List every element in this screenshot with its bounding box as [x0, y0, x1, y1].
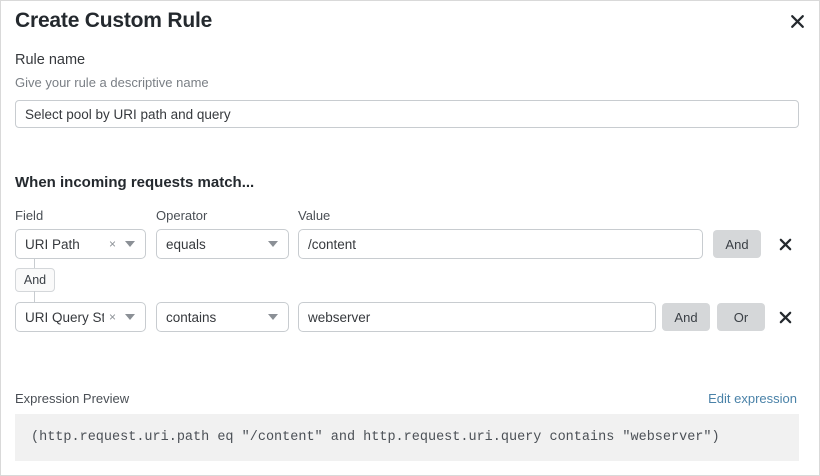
or-button-2[interactable]: Or [717, 303, 765, 331]
rule-name-help-text: Give your rule a descriptive name [15, 75, 209, 90]
field-select-1-value: URI Path [25, 236, 80, 252]
and-button-1[interactable]: And [713, 230, 761, 258]
clear-icon[interactable]: × [108, 237, 116, 251]
expression-preview-box: (http.request.uri.path eq "/content" and… [15, 414, 799, 461]
column-header-field: Field [15, 208, 44, 223]
operator-select-1[interactable]: equals [156, 229, 289, 259]
rule-name-input[interactable] [15, 100, 799, 128]
expression-preview-label: Expression Preview [15, 391, 130, 406]
chevron-down-icon[interactable] [121, 241, 145, 247]
operator-select-2-value: contains [166, 309, 217, 325]
connector-line-top [34, 259, 35, 269]
chevron-down-icon[interactable] [264, 241, 288, 247]
connector-line-bottom [34, 291, 35, 302]
edit-expression-link[interactable]: Edit expression [708, 391, 797, 406]
field-select-2-value: URI Query St... [25, 309, 104, 325]
and-button-2[interactable]: And [662, 303, 710, 331]
close-icon[interactable] [785, 9, 809, 33]
rule-name-label: Rule name [15, 52, 86, 68]
column-header-operator: Operator [156, 208, 208, 223]
clear-icon[interactable]: × [108, 310, 116, 324]
field-select-1[interactable]: URI Path × [15, 229, 146, 259]
value-input-2[interactable] [298, 302, 656, 332]
conditions-heading: When incoming requests match... [15, 174, 255, 191]
delete-icon[interactable] [774, 233, 796, 255]
operator-select-2[interactable]: contains [156, 302, 289, 332]
delete-icon[interactable] [774, 306, 796, 328]
column-header-value: Value [298, 208, 331, 223]
field-select-2[interactable]: URI Query St... × [15, 302, 146, 332]
group-connector-and[interactable]: And [15, 268, 55, 292]
chevron-down-icon[interactable] [121, 314, 145, 320]
expression-code: (http.request.uri.path eq "/content" and… [31, 430, 720, 445]
chevron-down-icon[interactable] [264, 314, 288, 320]
page-title: Create Custom Rule [15, 9, 213, 32]
operator-select-1-value: equals [166, 236, 206, 252]
value-input-1[interactable] [298, 229, 703, 259]
